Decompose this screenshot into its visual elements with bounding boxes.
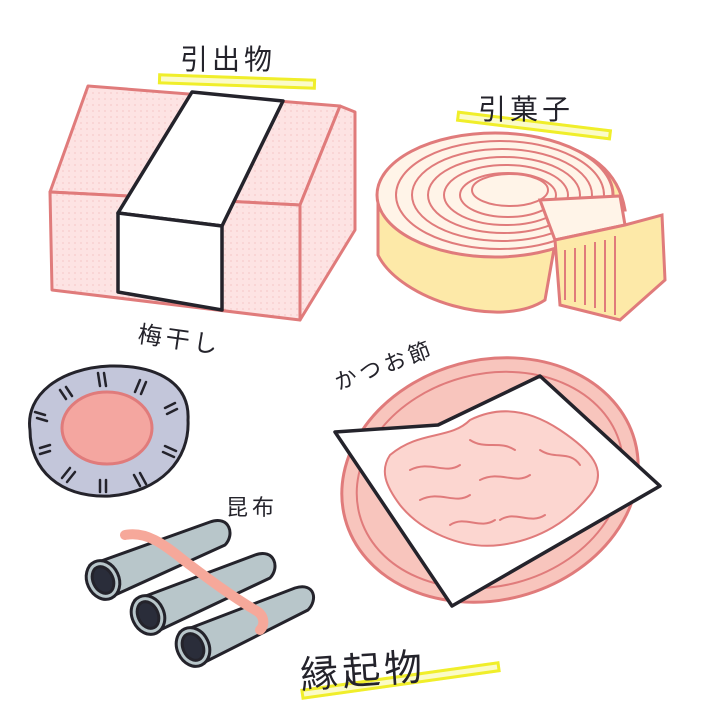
label-hikigashi: 引菓子 <box>478 93 575 126</box>
umeboshi-icon <box>28 364 190 498</box>
kombu-icon <box>84 519 316 668</box>
footer-title: 縁起物 <box>298 644 428 698</box>
baumkuchen-icon <box>375 131 667 322</box>
gift-box-icon <box>48 84 357 322</box>
katsuobushi-icon <box>333 356 662 608</box>
label-kombu: 昆布 <box>226 496 279 521</box>
label-hikidemono: 引出物 <box>180 43 277 76</box>
